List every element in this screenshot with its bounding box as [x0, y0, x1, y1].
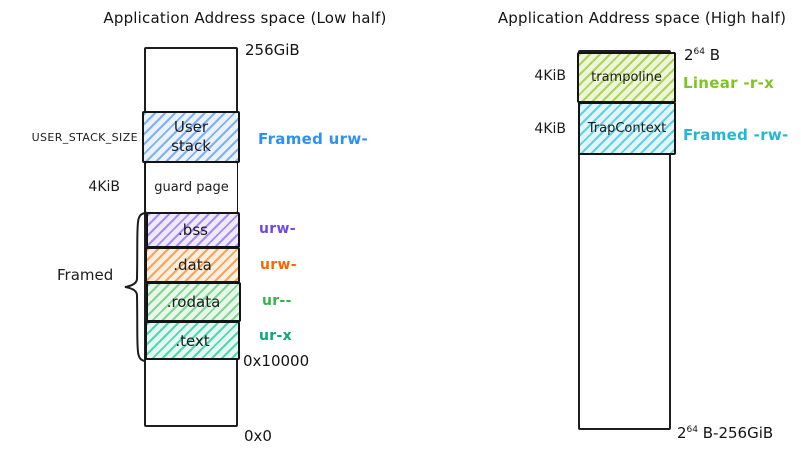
- guard-page-label: guard page: [154, 180, 229, 195]
- label-user-stack-size: USER_STACK_SIZE: [31, 131, 138, 144]
- bss-block: .bss: [146, 212, 240, 248]
- data-block: .data: [145, 247, 240, 283]
- text-block: .text: [145, 321, 240, 360]
- address-256gib: 256GiB: [245, 41, 300, 59]
- perm-bss: urw-: [259, 221, 296, 237]
- address-0x0: 0x0: [244, 427, 272, 445]
- perm-text: ur-x: [259, 328, 292, 344]
- address-2-64-b: 264 B: [684, 46, 720, 64]
- perm-data: urw-: [260, 257, 297, 273]
- label-guard-4kib: 4KiB: [88, 179, 120, 195]
- address-bottom-base: 2: [677, 424, 687, 442]
- perm-trampoline: Linear -r-x: [683, 74, 775, 92]
- rodata-label: .rodata: [166, 293, 221, 311]
- right-diagram-title: Application Address space (High half): [497, 9, 787, 27]
- framed-brace: [124, 212, 146, 362]
- bss-label: .bss: [178, 221, 208, 239]
- address-bottom-suffix: B-256GiB: [698, 424, 774, 442]
- framed-brace-label: Framed: [57, 266, 114, 284]
- label-trampoline-4kib: 4KiB: [534, 68, 566, 84]
- address-2-64-b-exp: 64: [693, 47, 705, 57]
- trampoline-block: trampoline: [577, 52, 676, 103]
- guard-page-block: guard page: [145, 162, 238, 213]
- address-bottom-exp: 64: [686, 425, 698, 435]
- user-stack-label: User stack: [171, 118, 211, 155]
- label-trapcontext-4kib: 4KiB: [534, 121, 566, 137]
- address-2-64-b-minus-256gib: 264 B-256GiB: [677, 424, 773, 442]
- rodata-block: .rodata: [146, 282, 241, 322]
- trampoline-label: trampoline: [591, 70, 662, 85]
- perm-user-stack: Framed urw-: [258, 130, 369, 148]
- address-0x10000: 0x10000: [243, 352, 310, 370]
- left-diagram-title: Application Address space (Low half): [103, 9, 387, 27]
- address-2-64-b-suffix: B: [705, 46, 721, 64]
- perm-rodata: ur--: [262, 293, 292, 309]
- user-stack-block: User stack: [142, 111, 240, 163]
- data-label: .data: [173, 256, 212, 274]
- trapcontext-block: TrapContext: [578, 102, 676, 155]
- text-label: .text: [175, 331, 210, 350]
- trapcontext-label: TrapContext: [587, 121, 667, 136]
- perm-trapcontext: Framed -rw-: [683, 126, 789, 144]
- address-2-64-b-base: 2: [684, 46, 694, 64]
